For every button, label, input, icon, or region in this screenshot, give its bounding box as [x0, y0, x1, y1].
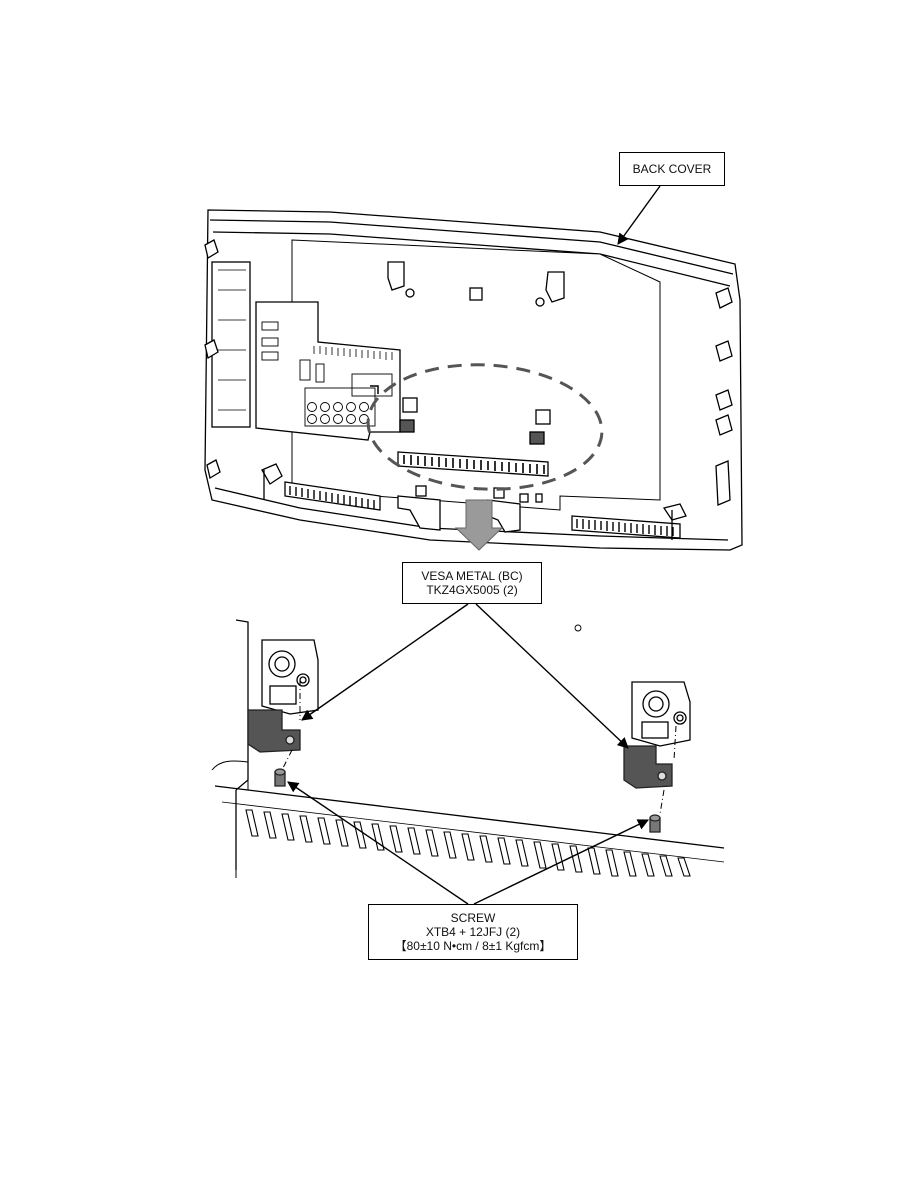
screw-name: SCREW — [450, 911, 496, 925]
arrow-down-icon — [454, 499, 504, 551]
screw-torque: 【80±10 N•cm / 8±1 Kgfcm】 — [394, 939, 552, 953]
vesa-metal-part: TKZ4GX5005 (2) — [426, 583, 518, 597]
leader-lines — [287, 185, 661, 905]
screw-part: XTB4 + 12JFJ (2) — [425, 925, 521, 939]
hook-bracket-right — [631, 681, 691, 747]
vesa-metal-left — [247, 709, 301, 753]
highlight-ellipse — [366, 363, 604, 491]
screw-right — [649, 814, 661, 833]
vesa-metal-right — [623, 745, 673, 789]
tv-back-cover — [204, 209, 743, 551]
hook-bracket-left — [261, 639, 319, 715]
vesa-metal-callout: VESA METAL (BC) TKZ4GX5005 (2) — [402, 562, 542, 604]
detail-view — [211, 619, 725, 878]
screw-callout: SCREW XTB4 + 12JFJ (2) 【80±10 N•cm / 8±1… — [368, 904, 578, 960]
back-cover-label: BACK COVER — [632, 162, 712, 176]
screw-left — [274, 768, 286, 787]
back-cover-callout: BACK COVER — [619, 152, 725, 186]
vesa-metal-name: VESA METAL (BC) — [421, 569, 523, 583]
